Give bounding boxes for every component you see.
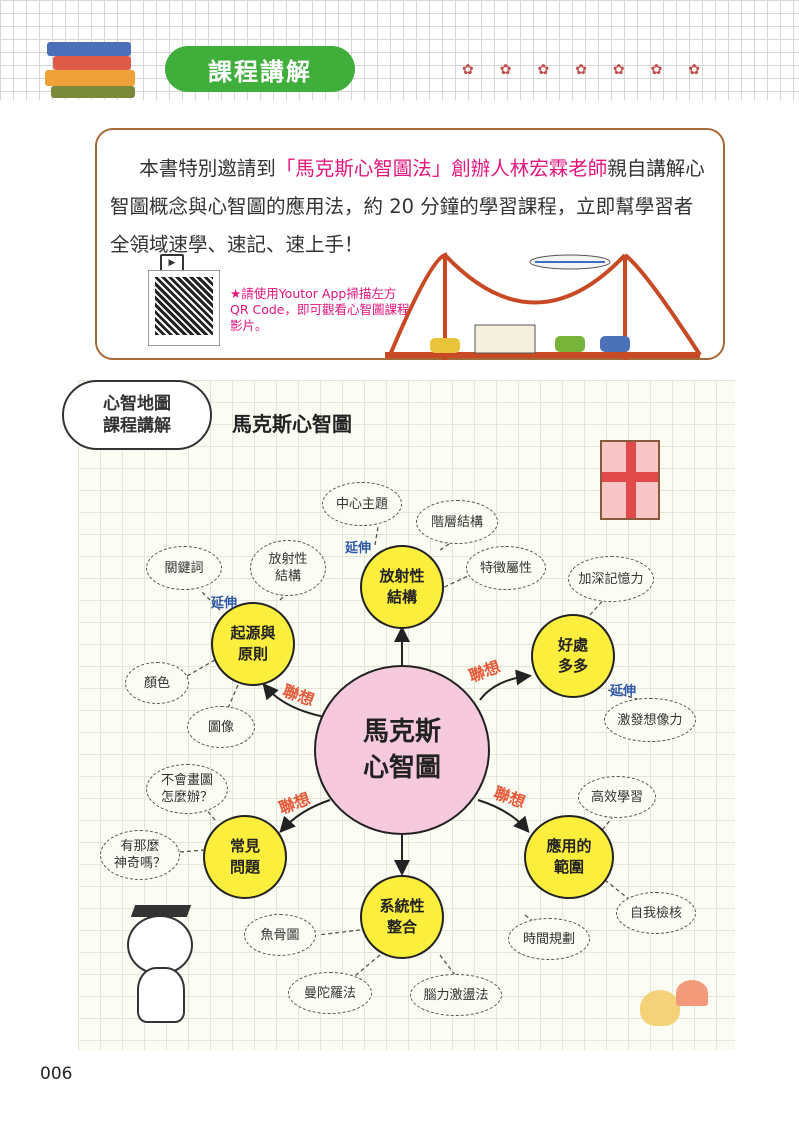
leaf-image: 圖像 bbox=[187, 706, 255, 748]
node-text: 結構 bbox=[386, 588, 417, 606]
center-line-1: 馬克斯 bbox=[362, 717, 441, 747]
leaf-deepen-memory: 加深記憶力 bbox=[568, 556, 654, 602]
node-text: 常見 bbox=[229, 837, 260, 855]
node-text: 問題 bbox=[229, 858, 260, 876]
page-number: 006 bbox=[40, 1064, 73, 1084]
leaf-mandala: 曼陀羅法 bbox=[288, 972, 372, 1014]
leaf-text: 神奇嗎？ bbox=[113, 856, 166, 871]
leaf-text: 怎麼辦？ bbox=[160, 790, 213, 805]
intro-text-start: 本書特別邀請到 bbox=[139, 157, 276, 180]
node-origin-principles: 起源與原則 bbox=[211, 602, 295, 686]
books-illustration bbox=[45, 42, 145, 98]
node-text: 原則 bbox=[237, 645, 268, 663]
node-text: 起源與 bbox=[230, 624, 276, 642]
graduate-character-illustration bbox=[125, 905, 200, 1025]
node-text: 多多 bbox=[557, 657, 588, 675]
center-node: 馬克斯心智圖 bbox=[314, 665, 490, 835]
leaf-time-planning: 時間規劃 bbox=[508, 918, 590, 960]
leaf-keywords: 關鍵詞 bbox=[146, 546, 222, 590]
center-line-2: 心智圖 bbox=[362, 753, 441, 783]
leaf-self-check: 自我檢核 bbox=[616, 892, 696, 934]
node-faq: 常見問題 bbox=[203, 815, 287, 899]
leaf-radial-structure: 放射性結構 bbox=[250, 540, 326, 596]
leaf-text: 放射性 bbox=[268, 552, 308, 567]
extend-label: 延伸 bbox=[211, 596, 238, 611]
section-title: 課程講解 bbox=[165, 46, 355, 92]
leaf-is-it-magic: 有那麼神奇嗎？ bbox=[100, 830, 180, 880]
bridge-illustration bbox=[385, 252, 702, 360]
node-system-integration: 系統性整合 bbox=[360, 875, 444, 959]
leaf-text: 結構 bbox=[274, 569, 301, 584]
gift-box-illustration bbox=[600, 440, 660, 520]
flower-decoration: ✿✿✿✿✿✿✿ bbox=[462, 62, 727, 78]
leaf-hierarchy: 階層結構 bbox=[416, 500, 498, 544]
speech-bubble: 心智地圖課程講解 bbox=[62, 380, 212, 450]
node-text: 系統性 bbox=[379, 897, 425, 915]
leaf-text: 有那麼 bbox=[120, 839, 160, 854]
node-text: 應用的 bbox=[546, 837, 592, 855]
node-text: 整合 bbox=[386, 918, 417, 936]
leaf-imagination: 激發想像力 bbox=[604, 698, 696, 742]
intro-text: 本書特別邀請到「馬克斯心智圖法」創辦人林宏霖老師親自講解心智圖概念與心智圖的應用… bbox=[110, 150, 710, 264]
mind-map-title: 馬克斯心智圖 bbox=[232, 412, 352, 436]
leaf-cant-draw: 不會畫圖怎麼辦？ bbox=[146, 764, 228, 814]
airplane-icon bbox=[529, 254, 611, 270]
leaf-brainstorm: 腦力激盪法 bbox=[410, 974, 502, 1016]
node-text: 範圍 bbox=[553, 858, 584, 876]
extend-label: 延伸 bbox=[345, 541, 372, 556]
speech-line-1: 心智地圖 bbox=[103, 394, 171, 414]
qr-note: ★請使用Youtor App掃描左方 QR Code，即可觀看心智圖課程影片。 bbox=[230, 286, 410, 333]
leaf-features: 特徵屬性 bbox=[466, 546, 546, 590]
node-text: 好處 bbox=[557, 636, 588, 654]
seashell-illustration bbox=[640, 980, 710, 1030]
intro-highlight: 「馬克斯心智圖法」創辦人林宏霖老師 bbox=[275, 157, 608, 180]
leaf-efficient-learning: 高效學習 bbox=[578, 776, 656, 818]
leaf-fishbone: 魚骨圖 bbox=[244, 914, 316, 956]
leaf-text: 不會畫圖 bbox=[160, 773, 213, 788]
node-radial-structure: 放射性結構 bbox=[360, 545, 444, 629]
leaf-color: 顏色 bbox=[125, 662, 189, 704]
extend-label: 延伸 bbox=[610, 684, 637, 699]
qr-code[interactable] bbox=[148, 270, 220, 346]
leaf-central-topic: 中心主題 bbox=[322, 482, 402, 526]
node-application-scope: 應用的範圍 bbox=[524, 815, 614, 899]
intro-text-end: 親自講解心智圖概念與心智圖的應用法，約 20 分鐘的學習課程，立即幫學習者全領域… bbox=[110, 157, 705, 256]
node-text: 放射性 bbox=[379, 567, 425, 585]
node-benefits: 好處多多 bbox=[531, 614, 615, 698]
speech-line-2: 課程講解 bbox=[103, 416, 171, 436]
